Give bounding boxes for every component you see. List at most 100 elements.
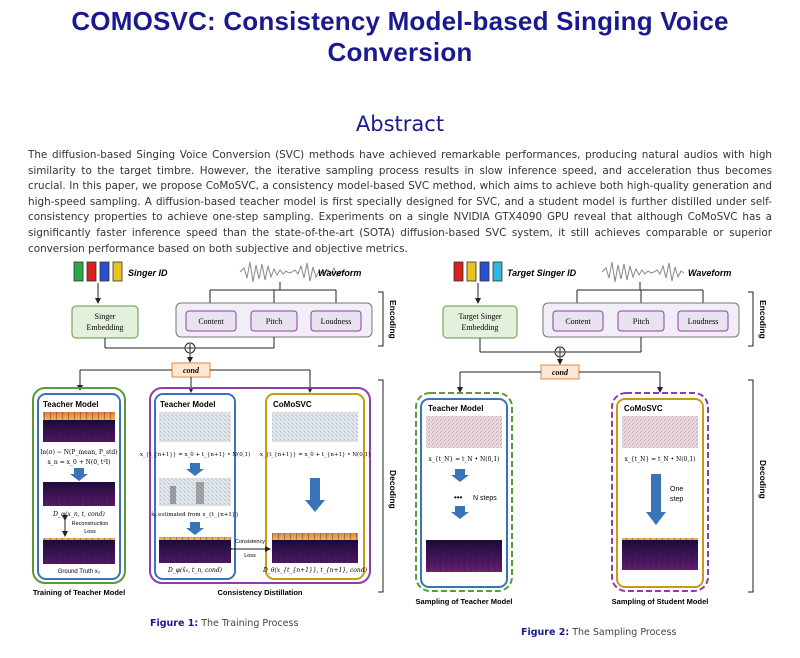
training-teacher-caption: Training of Teacher Model	[33, 588, 125, 597]
teacher-model-title: Teacher Model	[43, 400, 98, 409]
sampling-teacher-title: Teacher Model	[428, 404, 483, 413]
loudness-label: Loudness	[321, 317, 352, 326]
sampling-student-caption: Sampling of Student Model	[612, 597, 709, 606]
down-arrow-icon	[305, 478, 325, 512]
target-embedding-label: Embedding	[462, 323, 499, 332]
down-arrow-icon	[186, 522, 204, 535]
singer-embedding-label: Embedding	[87, 323, 124, 332]
distill-teacher-box	[154, 393, 236, 580]
figure-2-caption-prefix: Figure 2:	[521, 627, 570, 638]
reconstruction-loss-label: Reconstruction	[72, 521, 109, 527]
singer-id-label: Singer ID	[128, 268, 168, 278]
teacher-training-panel	[32, 387, 126, 584]
abstract-heading: Abstract	[355, 112, 445, 136]
waveform-icon	[239, 261, 344, 283]
down-arrow-icon	[451, 506, 469, 519]
equation-x-tn1-student: x_{t_{n+1}} = x_0 + t_{n+1} • N(0,1)	[260, 451, 370, 458]
loudness-box	[677, 310, 729, 332]
paper-title: COMOSVC: Consistency Model-based Singing…	[71, 6, 729, 67]
equation-ln-sigma: ln(σ) ~ N(P_mean, P_std)	[40, 449, 117, 456]
consistency-distillation-caption: Consistency Distillation	[217, 588, 302, 597]
singer-id-block	[492, 261, 503, 282]
pitch-box	[250, 310, 298, 332]
decoding-label: Decoding	[758, 460, 768, 499]
encoding-bracket	[748, 291, 754, 347]
noise-image	[272, 412, 358, 442]
pitch-label: Pitch	[633, 317, 649, 326]
spectrogram-image	[426, 540, 502, 572]
sampling-comosvc-title: CoMoSVC	[624, 404, 663, 413]
figure-2-caption: Figure 2: The Sampling Process	[521, 627, 676, 638]
cond-label: cond	[183, 366, 200, 375]
encoding-label: Encoding	[758, 300, 768, 339]
loudness-box	[310, 310, 362, 332]
waveform-label: Waveform	[318, 268, 361, 278]
singer-id-block	[466, 261, 477, 282]
figure-1: Singer ID Waveform Singer Embedding Cont…	[32, 261, 398, 597]
singer-embedding-box	[71, 305, 139, 339]
equation-d-theta: D_θ(x_{t_{n+1}}, t_{n+1}, cond)	[262, 567, 368, 574]
figure-2: Target Singer ID Waveform Target Singer …	[415, 261, 768, 606]
content-label: Content	[198, 317, 224, 326]
spectrogram-image	[622, 538, 698, 570]
teacher-sampling-panel	[415, 392, 513, 592]
partial-spectrogram-image	[159, 478, 231, 506]
target-embedding-box	[442, 305, 518, 339]
spectrogram-image	[272, 533, 358, 563]
n-steps-label: N steps	[473, 495, 497, 502]
spectrogram-image	[43, 482, 115, 506]
loudness-label: Loudness	[688, 317, 719, 326]
content-label: Content	[565, 317, 591, 326]
encoding-label: Encoding	[388, 300, 398, 339]
singer-id-block	[479, 261, 490, 282]
equation-student-sampling: x_{t_N} = t_N • N(0,1)	[624, 456, 695, 463]
content-box	[185, 310, 237, 332]
down-arrow-icon	[70, 468, 88, 481]
spectrogram-image	[43, 538, 115, 564]
singer-id-blocks	[73, 261, 123, 282]
singer-id-block	[453, 261, 464, 282]
equation-d-phi: D_φ(x_n, t, cond)	[52, 511, 105, 518]
distill-comosvc-box	[265, 393, 365, 580]
dots: •••	[454, 493, 463, 502]
pitch-box	[617, 310, 665, 332]
estimated-label: x̂₀ estimated from x_{t_{n+1}}	[151, 512, 239, 518]
sampling-teacher-caption: Sampling of Teacher Model	[416, 597, 513, 606]
equation-d-phi-tn: D_φ(x̂₀, t_n, cond)	[167, 567, 223, 574]
singer-id-block	[86, 261, 97, 282]
figure-2-caption-text: The Sampling Process	[572, 627, 677, 638]
target-singer-id-label: Target Singer ID	[507, 268, 577, 278]
spectrogram-image	[43, 412, 115, 442]
waveform-icon	[601, 261, 685, 283]
one-step-label: One	[670, 486, 683, 493]
distill-teacher-title: Teacher Model	[160, 400, 215, 409]
decoding-bracket	[378, 379, 384, 593]
decoding-label: Decoding	[388, 470, 398, 509]
down-arrow-icon	[646, 474, 666, 525]
ground-truth-label: Ground Truth x₀	[58, 569, 101, 575]
abstract-text: The diffusion-based Singing Voice Conver…	[28, 149, 772, 255]
waveform-label: Waveform	[688, 268, 731, 278]
one-step-label: step	[670, 496, 683, 503]
figure-1-caption-prefix: Figure 1:	[150, 618, 199, 629]
equation-teacher-sampling: x_{t_N} = t_N • N(0,1)	[428, 456, 499, 463]
singer-id-block	[73, 261, 84, 282]
consistency-loss-label: Consistency	[235, 539, 265, 545]
cond-label: cond	[552, 368, 569, 377]
consistency-distillation-panel	[149, 387, 371, 584]
distill-comosvc-title: CoMoSVC	[273, 400, 312, 409]
down-arrow-icon	[451, 469, 469, 482]
spectrogram-image	[159, 537, 231, 563]
pitch-label: Pitch	[266, 317, 282, 326]
noise-image	[159, 412, 231, 442]
figure-1-caption: Figure 1: The Training Process	[150, 618, 298, 629]
student-sampling-panel	[611, 392, 709, 592]
content-box	[552, 310, 604, 332]
reconstruction-loss-label: Loss	[84, 529, 96, 535]
equation-x-tn1: x_{t_{n+1}} = x_0 + t_{n+1} • N(0,1)	[140, 451, 250, 458]
singer-id-block	[99, 261, 110, 282]
encoding-bracket	[378, 291, 384, 347]
target-singer-id-blocks	[453, 261, 503, 282]
singer-id-block	[112, 261, 123, 282]
